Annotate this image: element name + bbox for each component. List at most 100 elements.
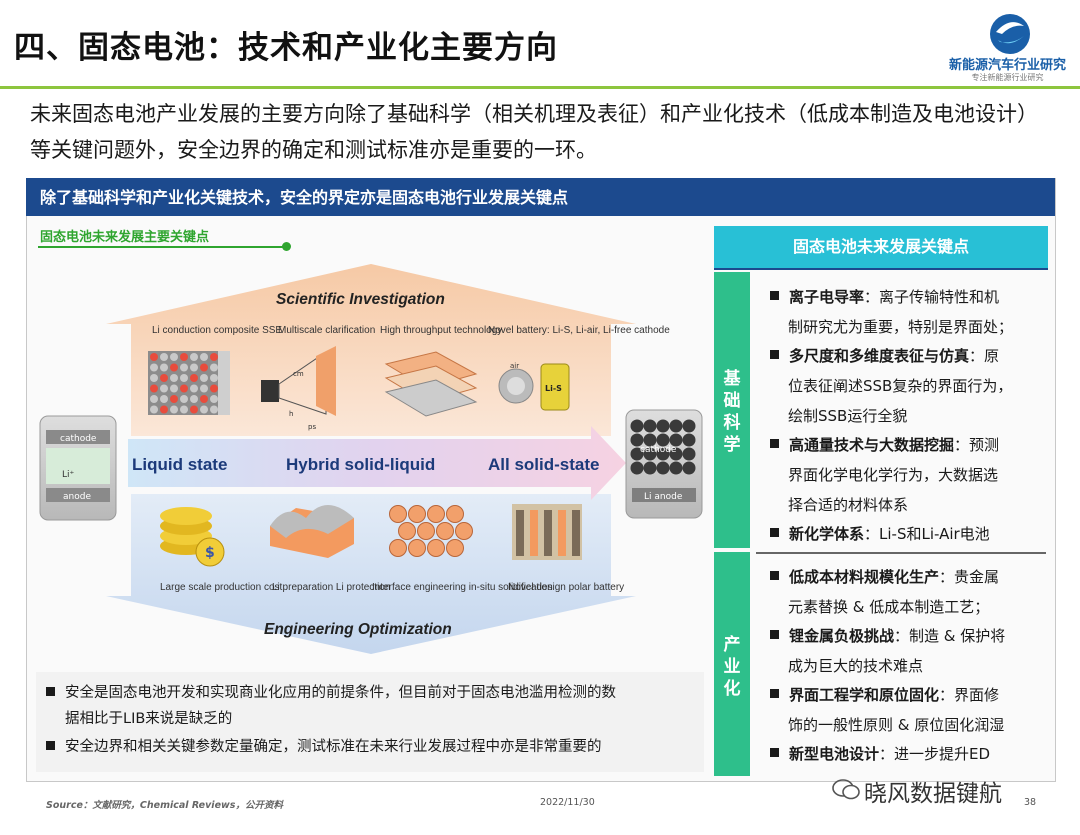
bullet-square-icon bbox=[770, 350, 779, 359]
side-label-industrialization: 产业化 bbox=[714, 552, 750, 776]
section-banner: 除了基础科学和产业化关键技术，安全的界定亦是固态电池行业发展关键点 bbox=[26, 178, 1055, 216]
solid-particle bbox=[630, 447, 644, 461]
solid-particle bbox=[682, 433, 696, 447]
sse-particle bbox=[150, 363, 158, 372]
basic-item-high-throughput: 高通量技术与大数据挖掘：预测 界面化学电化学行为，大数据选 择合适的材料体系 bbox=[770, 430, 1038, 520]
solid-particle bbox=[630, 419, 644, 433]
solid-state-roadmap-diagram: Scientific Investigation Engineering Opt… bbox=[39, 264, 703, 654]
sse-particle bbox=[180, 405, 188, 414]
sse-particle bbox=[190, 384, 198, 393]
bullet-square-icon bbox=[770, 528, 779, 537]
basic-item-characterization: 多尺度和多维度表征与仿真：原 位表征阐述SSB复杂的界面行为， 绘制SSB运行全… bbox=[770, 341, 1038, 431]
page-title: 四、固态电池：技术和产业化主要方向 bbox=[14, 30, 558, 66]
basic-item-ionic-conductivity: 离子电导率：离子传输特性和机 制研究尤为重要，特别是界面处； bbox=[770, 282, 1038, 342]
engineering-heading: Engineering Optimization bbox=[264, 621, 452, 638]
sse-particle bbox=[160, 353, 168, 361]
bottom-item-label-4: Novel design polar battery bbox=[508, 582, 624, 593]
bullet-square-icon bbox=[770, 571, 779, 580]
top-item-label-1: Li conduction composite SSE bbox=[152, 325, 282, 336]
liquid-cell-icon: cathode Li⁺ anode bbox=[39, 415, 117, 521]
multiscale-icon: cm h ps bbox=[261, 346, 336, 431]
sse-particle bbox=[180, 363, 188, 372]
interface-particle bbox=[408, 539, 426, 557]
interface-engineering-icon bbox=[389, 505, 473, 557]
science-heading: Scientific Investigation bbox=[276, 291, 445, 308]
logo-name: 新能源汽车行业研究 bbox=[948, 58, 1066, 73]
sse-particle bbox=[170, 363, 178, 372]
sse-particle bbox=[170, 353, 178, 361]
top-item-label-3: High throughput technology bbox=[380, 325, 502, 336]
solid-particle bbox=[643, 419, 657, 433]
side-label-basic-science: 基础科学 bbox=[714, 272, 750, 548]
solid-particle bbox=[669, 461, 683, 475]
top-item-label-4: Novel battery: Li-S, Li-air, Li-free cat… bbox=[488, 325, 670, 336]
sse-particle bbox=[150, 353, 158, 361]
sse-particle bbox=[160, 384, 168, 393]
wechat-account-name: 晓风数据键航 bbox=[864, 781, 1002, 807]
sse-particle bbox=[200, 353, 208, 361]
novel-battery-icon: air Li-S bbox=[498, 362, 570, 411]
solid-particle bbox=[682, 419, 696, 433]
safety-note-1-cont: 据相比于LIB来说是缺乏的 bbox=[65, 711, 233, 727]
solid-particle bbox=[669, 419, 683, 433]
polar-battery-icon bbox=[512, 504, 582, 560]
production-cost-icon: $ bbox=[160, 507, 225, 567]
interface-particle bbox=[389, 539, 407, 557]
sse-particle bbox=[190, 374, 198, 382]
sse-particle bbox=[170, 405, 178, 414]
bullet-square-icon bbox=[770, 689, 779, 698]
sse-particle bbox=[200, 405, 208, 414]
bullet-square-icon bbox=[770, 291, 779, 300]
sse-particle bbox=[160, 363, 168, 372]
sse-particle bbox=[190, 353, 198, 361]
sse-particle bbox=[190, 405, 198, 414]
bullet-square-icon bbox=[770, 748, 779, 757]
sse-particle bbox=[210, 363, 218, 372]
sse-particle bbox=[210, 374, 218, 382]
svg-text:$: $ bbox=[205, 545, 215, 561]
interface-particle bbox=[417, 522, 435, 540]
safety-note-1: 安全是固态电池开发和实现商业化应用的前提条件，但目前对于固态电池滥用检测的数 bbox=[46, 680, 701, 706]
sse-particle bbox=[210, 395, 218, 403]
sse-particle bbox=[210, 384, 218, 393]
high-throughput-icon bbox=[384, 351, 478, 417]
industry-item-battery-design: 新型电池设计：进一步提升ED bbox=[770, 739, 1038, 769]
report-date: 2022/11/30 bbox=[540, 797, 595, 808]
solid-particle bbox=[630, 461, 644, 475]
basic-item-new-chemistry: 新化学体系：Li-S和Li-Air电池 bbox=[770, 519, 1038, 549]
ps-label: ps bbox=[308, 423, 316, 431]
left-li-label: Li⁺ bbox=[62, 470, 75, 480]
solid-particle bbox=[630, 433, 644, 447]
solid-particle bbox=[656, 419, 670, 433]
h-label: h bbox=[289, 410, 293, 418]
solid-cell-icon: cathode Li anode bbox=[625, 409, 703, 519]
sse-particle bbox=[180, 384, 188, 393]
cm-label: cm bbox=[293, 370, 304, 378]
right-cathode-label: cathode bbox=[640, 445, 677, 455]
left-cathode-label: cathode bbox=[60, 434, 97, 444]
industry-item-lithium-anode: 锂金属负极挑战：制造 & 保护将 成为巨大的技术难点 bbox=[770, 621, 1038, 681]
right-heading-rule bbox=[714, 268, 1048, 270]
brand-logo: 新能源汽车行业研究 专注新能源行业研究 bbox=[940, 12, 1075, 86]
bottom-item-label-3: Interface engineering in-situ solidifica… bbox=[372, 582, 553, 593]
solid-particle bbox=[656, 433, 670, 447]
logo-tagline: 专注新能源行业研究 bbox=[971, 73, 1044, 82]
interface-particle bbox=[436, 522, 454, 540]
sse-particle bbox=[190, 395, 198, 403]
sse-particle bbox=[200, 374, 208, 382]
sse-particle bbox=[150, 384, 158, 393]
sse-particle bbox=[160, 395, 168, 403]
lis-label: Li-S bbox=[545, 384, 562, 393]
interface-particle bbox=[427, 505, 445, 523]
page-number: 38 bbox=[1024, 797, 1037, 808]
solid-particle bbox=[643, 433, 657, 447]
source-note: Source：文献研究，Chemical Reviews，公开资料 bbox=[46, 800, 283, 811]
sse-particle bbox=[160, 405, 168, 414]
sse-particle bbox=[180, 395, 188, 403]
industry-item-low-cost: 低成本材料规模化生产：贵金属 元素替换 & 低成本制造工艺； bbox=[770, 562, 1038, 622]
sse-particle bbox=[200, 384, 208, 393]
state-progress-arrow bbox=[128, 426, 626, 500]
interface-particle bbox=[455, 522, 473, 540]
sse-particle bbox=[200, 363, 208, 372]
interface-particle bbox=[408, 505, 426, 523]
